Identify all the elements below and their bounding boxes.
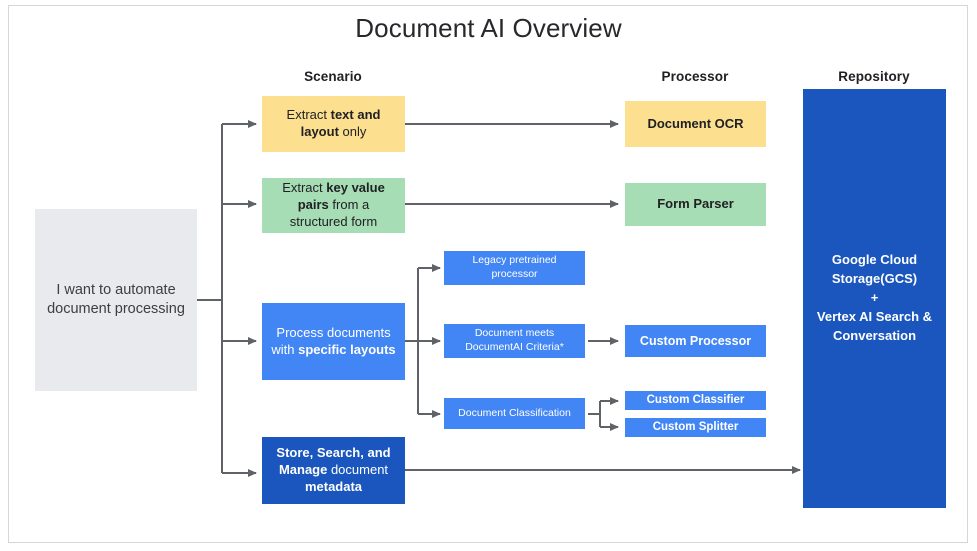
entry-node[interactable]: I want to automate document processing [35, 209, 197, 391]
processor-custom-processor[interactable]: Custom Processor [625, 325, 766, 357]
scenario-extract-text-layout[interactable]: Extract text and layout only [262, 96, 405, 152]
scenario-extract-text-layout-label: Extract text and layout only [286, 107, 381, 139]
repository-line-3: + [870, 290, 879, 306]
scenario-process-specific-layouts-label: Process documents with specific layouts [271, 324, 396, 357]
scenario-extract-key-value-label: Extract key value pairs from a structure… [282, 180, 385, 229]
processor-custom-classifier-label: Custom Classifier [646, 394, 745, 407]
column-header-scenario: Scenario [304, 69, 362, 84]
page-title: Document AI Overview [355, 13, 622, 43]
processor-custom-splitter[interactable]: Custom Splitter [625, 418, 766, 437]
criteria-document-classification-label: Document Classification [458, 406, 571, 419]
scenario-store-search-manage[interactable]: Store, Search, and Manage document metad… [262, 437, 405, 504]
repository-line-1: Google Cloud [831, 252, 918, 268]
column-header-repository: Repository [838, 69, 910, 84]
repository-line-4: Vertex AI Search & [816, 308, 933, 324]
processor-custom-splitter-label: Custom Splitter [652, 421, 739, 434]
repository-gcs-vertex[interactable]: Google Cloud Storage(GCS) + Vertex AI Se… [803, 89, 946, 508]
scenario-store-search-manage-label: Store, Search, and Manage document metad… [276, 445, 391, 494]
processor-form-parser[interactable]: Form Parser [625, 183, 766, 226]
entry-node-label: I want to automate document processing [47, 282, 185, 317]
repository-line-2: Storage(GCS) [831, 271, 918, 287]
processor-form-parser-label: Form Parser [657, 196, 734, 212]
processor-document-ocr[interactable]: Document OCR [625, 101, 766, 147]
repository-line-5: Conversation [832, 327, 917, 343]
scenario-extract-key-value[interactable]: Extract key value pairs from a structure… [262, 178, 405, 233]
criteria-legacy-pretrained[interactable]: Legacy pretrained processor [444, 251, 585, 285]
column-header-processor: Processor [661, 69, 729, 84]
criteria-legacy-pretrained-label: Legacy pretrained processor [472, 254, 557, 280]
criteria-meets-documentai-label: Document meets DocumentAI Criteria* [465, 327, 564, 353]
criteria-meets-documentai[interactable]: Document meets DocumentAI Criteria* [444, 324, 585, 358]
criteria-document-classification[interactable]: Document Classification [444, 398, 585, 429]
processor-custom-processor-label: Custom Processor [639, 333, 752, 348]
processor-document-ocr-label: Document OCR [647, 115, 744, 131]
scenario-process-specific-layouts[interactable]: Process documents with specific layouts [262, 303, 405, 380]
processor-custom-classifier[interactable]: Custom Classifier [625, 391, 766, 410]
